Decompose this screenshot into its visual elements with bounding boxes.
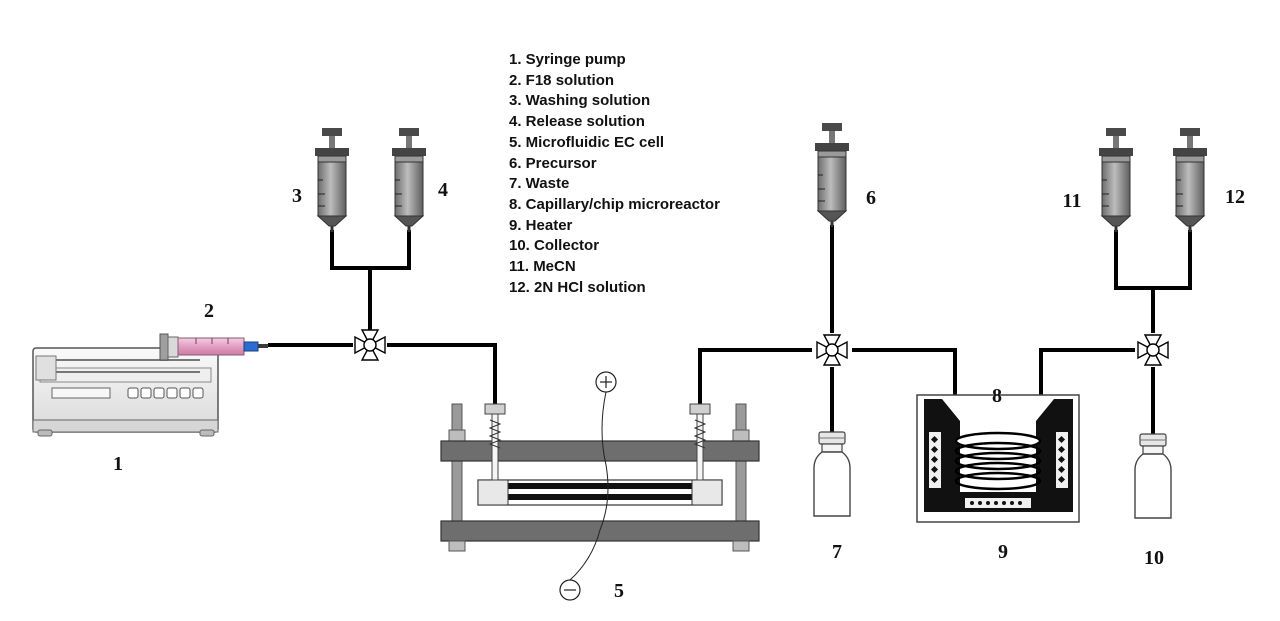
label-ec-cell: 5 xyxy=(614,580,624,602)
waste-vial xyxy=(813,431,851,517)
label-collector: 10 xyxy=(1144,547,1164,569)
legend-item: 4. Release solution xyxy=(509,113,645,131)
legend-item: 1. Syringe pump xyxy=(509,51,626,68)
label-hcl: 12 xyxy=(1225,186,1245,208)
ec-cell xyxy=(440,371,760,601)
label-reactor: 8 xyxy=(992,385,1002,407)
mecn-syringe xyxy=(1098,127,1134,233)
f18-syringe xyxy=(159,333,268,361)
legend-item: 8. Capillary/chip microreactor xyxy=(509,195,720,213)
legend-item: 7. Waste xyxy=(509,175,570,193)
label-f18: 2 xyxy=(204,300,214,322)
label-heater: 9 xyxy=(998,541,1008,563)
valve-3 xyxy=(1137,334,1169,366)
legend-item: 9. Heater xyxy=(509,216,573,234)
label-mecn: 11 xyxy=(1063,190,1082,212)
heater xyxy=(916,394,1080,523)
label-waste: 7 xyxy=(832,541,842,563)
legend-item: 2. F18 solution xyxy=(509,71,615,89)
legend-item: 12. 2N HCl solution xyxy=(509,278,646,296)
legend-item: 6. Precursor xyxy=(509,154,597,172)
precursor-syringe xyxy=(814,122,850,228)
legend-item: 5. Microfluidic EC cell xyxy=(509,133,665,151)
legend-list: 1. Syringe pump 2. F18 solution 3. Washi… xyxy=(509,50,720,298)
valve-2 xyxy=(816,334,848,366)
washing-syringe xyxy=(314,127,350,233)
tubing xyxy=(268,225,1192,438)
label-precursor: 6 xyxy=(866,187,876,209)
label-washing: 3 xyxy=(292,185,302,207)
valve-1 xyxy=(354,329,386,361)
hcl-syringe xyxy=(1172,127,1208,233)
legend-item: 11. MeCN xyxy=(509,258,576,276)
syringe-pump xyxy=(32,333,268,437)
collector-vial xyxy=(1134,433,1172,519)
label-release: 4 xyxy=(438,179,448,201)
capillary-coil xyxy=(954,431,1042,491)
release-syringe xyxy=(391,127,427,233)
legend-item: 3. Washing solution xyxy=(509,92,651,110)
label-pump: 1 xyxy=(113,453,123,475)
legend-item: 10. Collector xyxy=(509,237,600,255)
